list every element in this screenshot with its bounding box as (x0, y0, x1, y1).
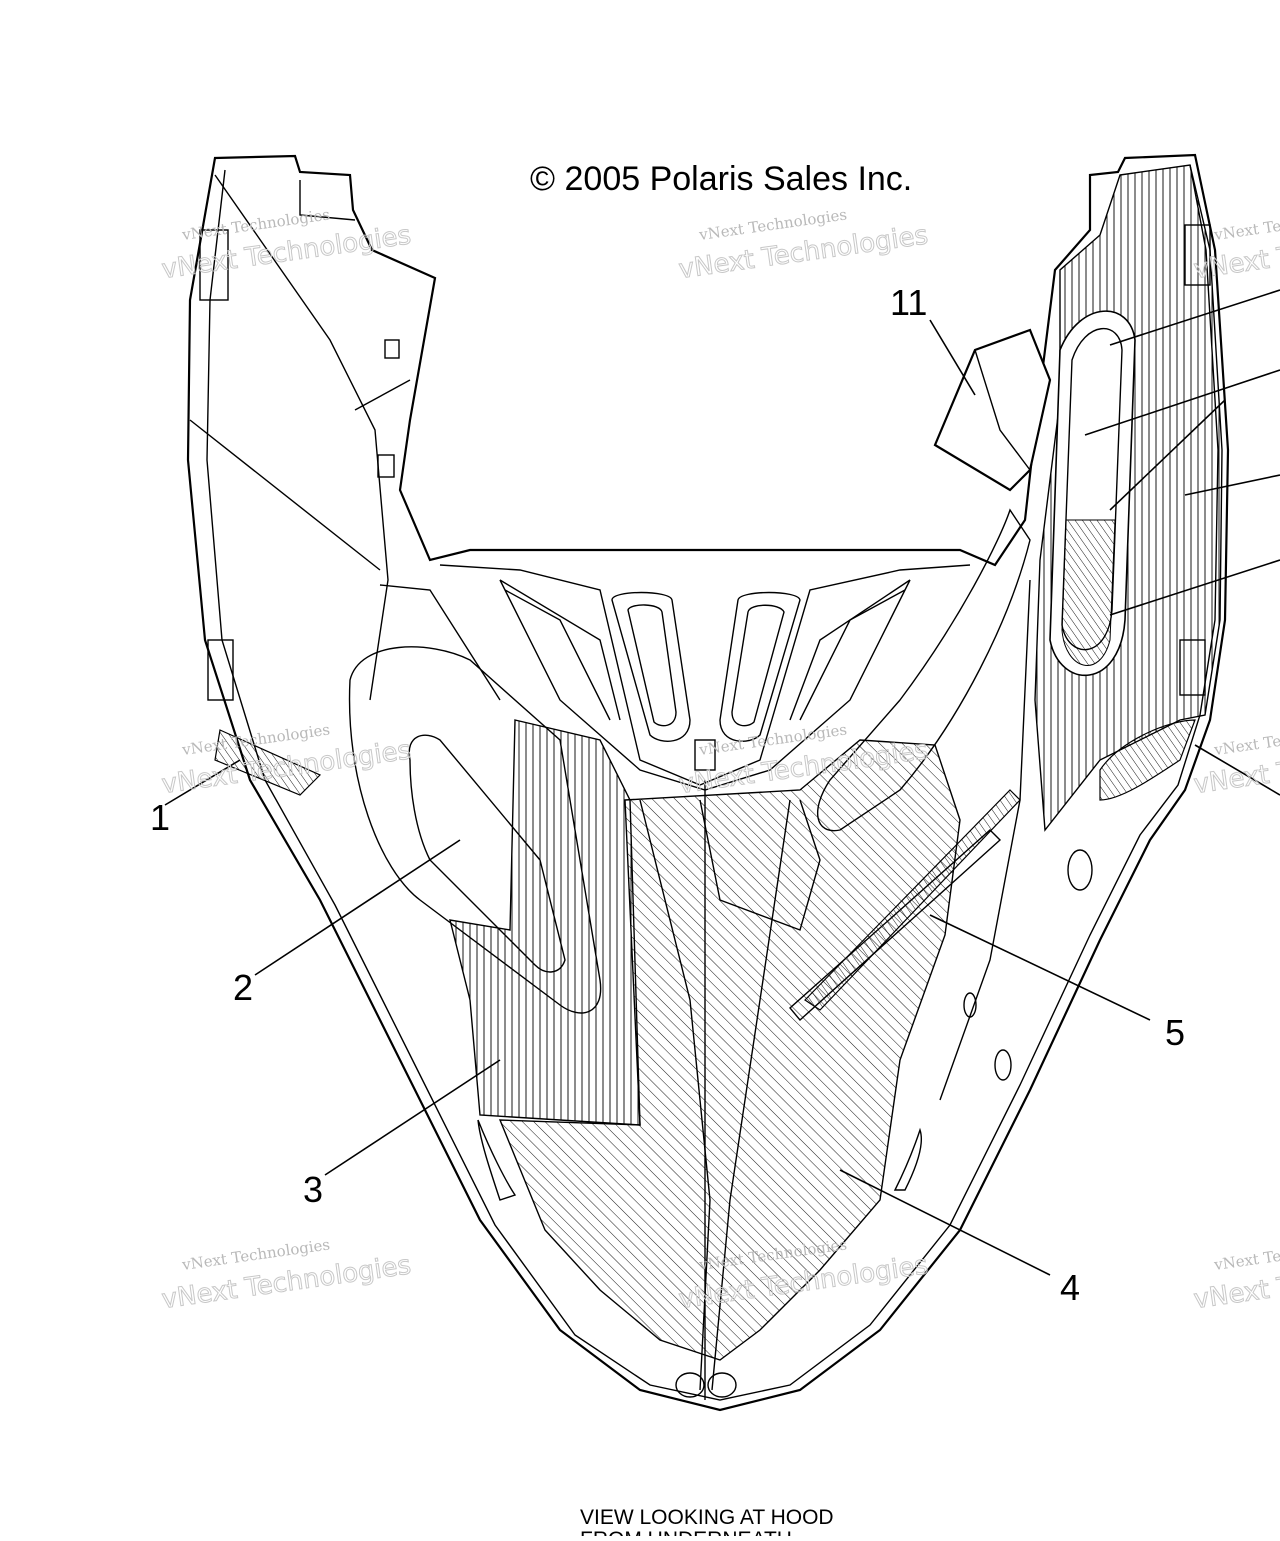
left-clip-upper (199, 229, 229, 301)
hood-cavity (439, 564, 971, 791)
watermark-text: vNext Technologies (1212, 1235, 1280, 1274)
right-vent (719, 591, 801, 742)
right-pod (789, 508, 1031, 1101)
caption-line-2: FROM UNDERNEATH (580, 1528, 792, 1536)
left-side-panel (189, 174, 411, 796)
decal-4 (498, 739, 961, 1361)
left-clip-lower (207, 639, 234, 701)
hood-nose (477, 1119, 922, 1398)
watermark-text: vNext Technologies (1212, 720, 1280, 759)
decal-3 (449, 719, 641, 1126)
decal-5 (804, 789, 1021, 1011)
right-side-panel (963, 164, 1223, 1081)
callout-11: 11 (890, 282, 927, 323)
callout-2: 2 (233, 967, 253, 1008)
caption-line-1: VIEW LOOKING AT HOOD (580, 1506, 834, 1529)
callout-5: 5 (1165, 1012, 1185, 1053)
left-vent (611, 591, 691, 742)
callout-1: 1 (150, 797, 170, 838)
callout-4: 4 (1060, 1267, 1080, 1308)
callout-3: 3 (303, 1169, 323, 1210)
decal-1 (214, 729, 322, 796)
watermark-text: vNext Technologies (1212, 205, 1280, 244)
copyright-text: © 2005 Polaris Sales Inc. (530, 160, 912, 198)
leader-lines (164, 289, 1280, 1276)
